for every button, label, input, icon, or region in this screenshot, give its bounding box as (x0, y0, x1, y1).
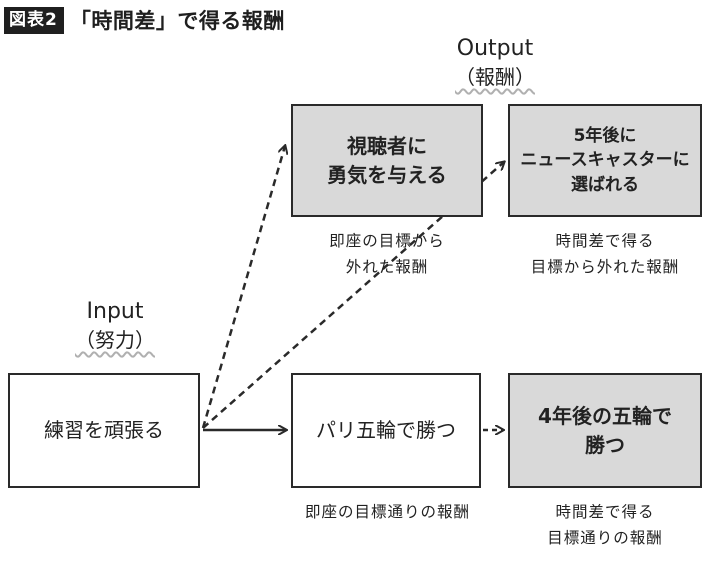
box-win-paris-olympics: パリ五輪で勝つ (291, 373, 481, 488)
arrow-practice-to-newscaster (202, 162, 504, 429)
figure-title-row: 図表2 「時間差」で得る報酬 (4, 6, 285, 34)
output-header: Output （報酬） (440, 34, 550, 92)
caption-encourage: 即座の目標から 外れた報酬 (329, 232, 445, 276)
input-label: Input (86, 299, 144, 324)
box-win-next-olympics: 4年後の五輪で 勝つ (508, 373, 702, 488)
figure-number-badge: 図表2 (4, 6, 64, 34)
caption-next-olympics: 時間差で得る 目標通りの報酬 (547, 503, 663, 547)
figure-title: 「時間差」で得る報酬 (69, 9, 285, 33)
output-sublabel: （報酬） (455, 65, 535, 89)
box-newscaster: 5年後に ニュースキャスターに 選ばれる (508, 104, 702, 217)
input-sublabel: （努力） (75, 328, 155, 352)
input-header: Input （努力） (60, 297, 170, 355)
arrow-practice-to-encourage (201, 146, 285, 429)
box-encourage-viewers: 視聴者に 勇気を与える (291, 104, 483, 217)
caption-newscaster: 時間差で得る 目標から外れた報酬 (530, 232, 680, 276)
output-label: Output (456, 36, 534, 61)
caption-paris: 即座の目標通りの報酬 (304, 503, 470, 521)
box-practice-hard: 練習を頑張る (8, 373, 200, 488)
